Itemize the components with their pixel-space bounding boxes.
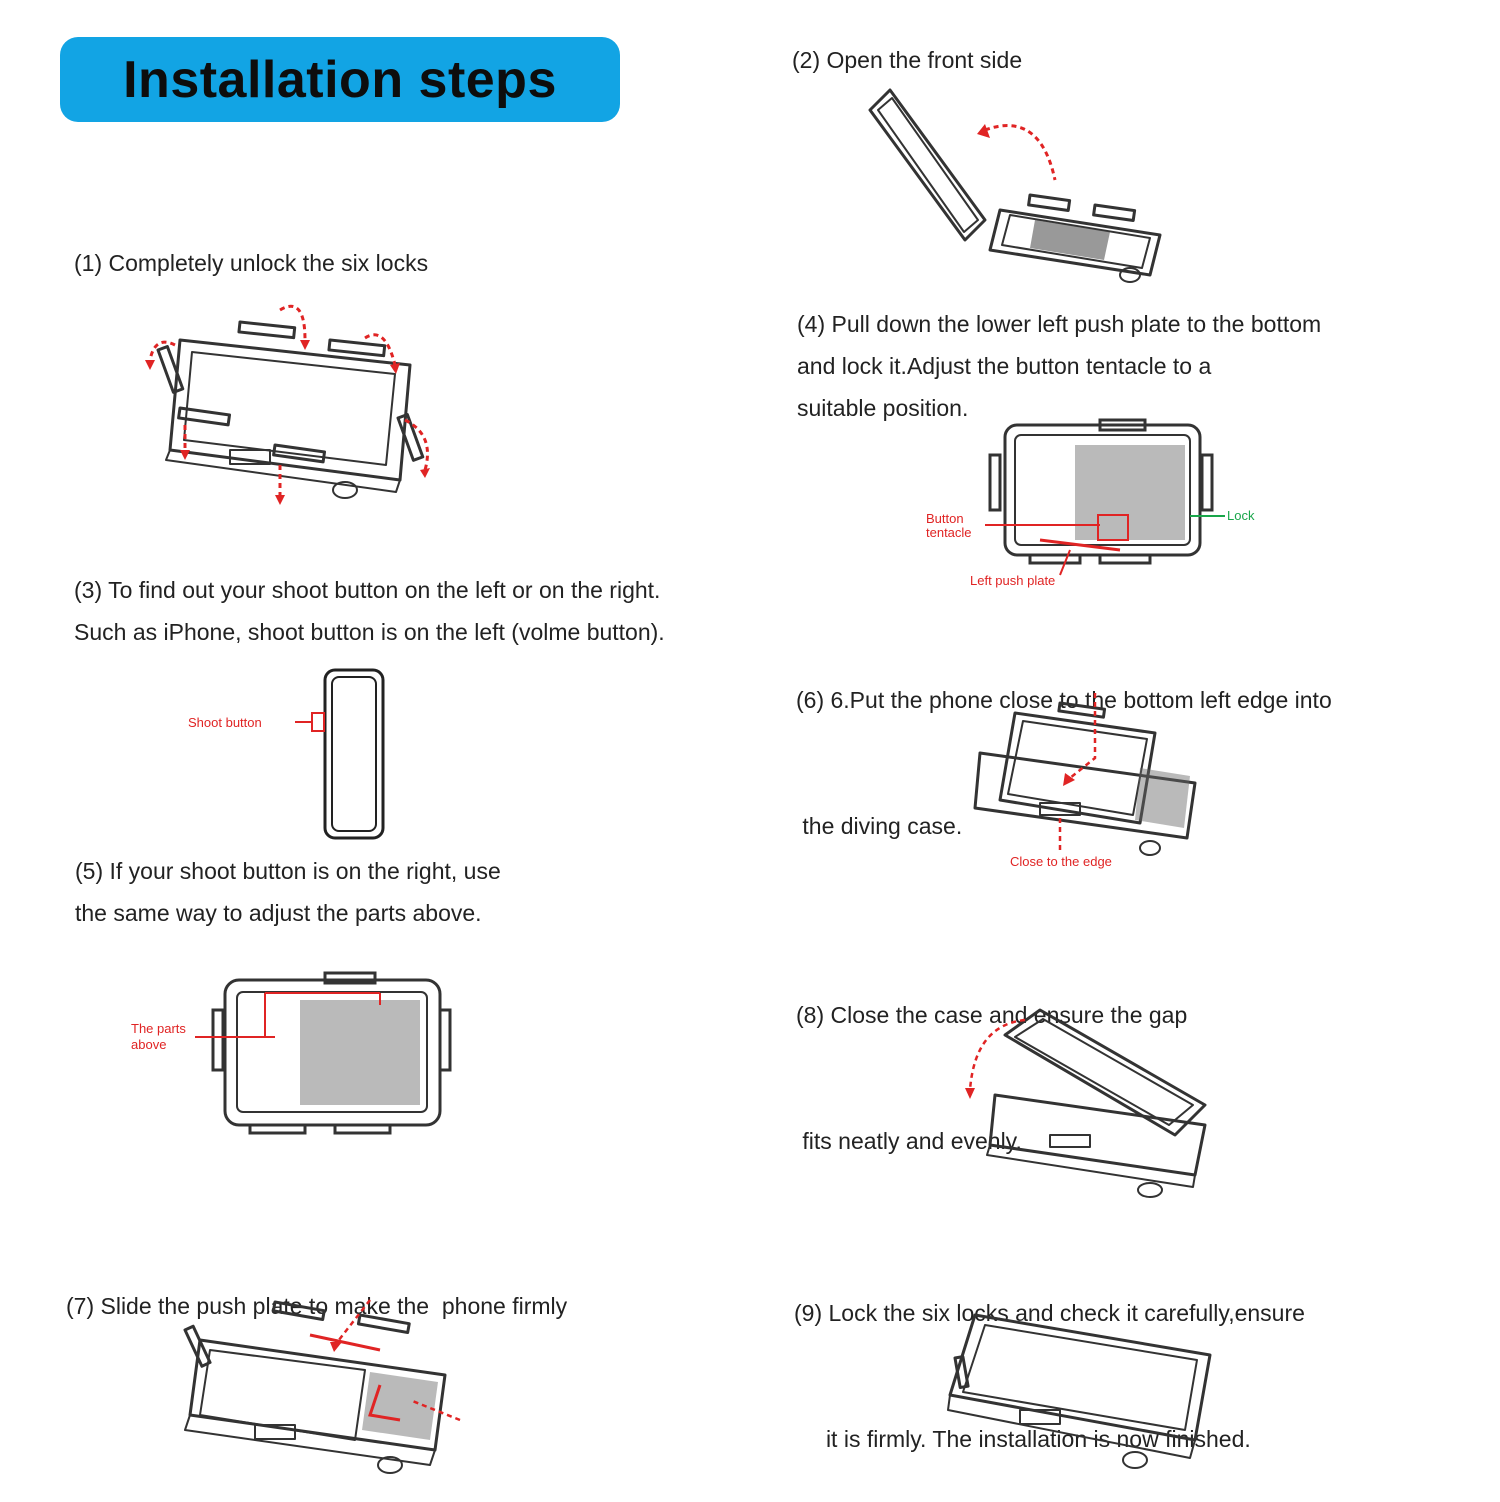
illustration-step-1-case-unlocked bbox=[140, 300, 440, 510]
callout-above: above bbox=[131, 1037, 166, 1052]
step-3-line-2: Such as iPhone, shoot button is on the l… bbox=[74, 611, 665, 653]
illustration-step-7-slide-plate bbox=[180, 1290, 470, 1480]
step-2-line-1: (2) Open the front side bbox=[792, 39, 1022, 81]
callout-close-to-edge: Close to the edge bbox=[1010, 854, 1112, 869]
step-4-line-2: and lock it.Adjust the button tentacle t… bbox=[797, 345, 1321, 387]
step-5-line-2: the same way to adjust the parts above. bbox=[75, 892, 501, 934]
illustration-step-3-phone: Shoot button bbox=[180, 665, 400, 845]
step-3-line-1: (3) To find out your shoot button on the… bbox=[74, 569, 665, 611]
callout-the-parts: The parts bbox=[131, 1021, 186, 1036]
step-4-line-1: (4) Pull down the lower left push plate … bbox=[797, 303, 1321, 345]
page-title: Installation steps bbox=[123, 50, 557, 110]
illustration-step-9-finished bbox=[945, 1310, 1215, 1480]
illustration-step-6-phone-into-case: Close to the edge bbox=[975, 688, 1225, 873]
step-2-text: (2) Open the front side bbox=[792, 39, 1022, 81]
illustration-step-5-parts-above: The parts above bbox=[125, 965, 465, 1155]
callout-left-push-plate: Left push plate bbox=[970, 573, 1055, 588]
step-1-line-1: (1) Completely unlock the six locks bbox=[74, 242, 428, 284]
step-4-text: (4) Pull down the lower left push plate … bbox=[797, 303, 1321, 429]
illustration-step-4-push-plate: Button tentacle Lock Left push plate bbox=[920, 415, 1260, 595]
callout-shoot-button: Shoot button bbox=[188, 715, 262, 730]
step-5-line-1: (5) If your shoot button is on the right… bbox=[75, 850, 501, 892]
title-banner: Installation steps bbox=[60, 37, 620, 122]
callout-lock: Lock bbox=[1227, 508, 1255, 523]
callout-button: Button bbox=[926, 511, 964, 526]
illustration-step-2-open-front bbox=[860, 80, 1180, 290]
step-5-text: (5) If your shoot button is on the right… bbox=[75, 850, 501, 934]
callout-tentacle: tentacle bbox=[926, 525, 972, 540]
step-1-text: (1) Completely unlock the six locks bbox=[74, 242, 428, 284]
step-3-text: (3) To find out your shoot button on the… bbox=[74, 569, 665, 653]
illustration-step-8-close-case bbox=[955, 1005, 1215, 1200]
